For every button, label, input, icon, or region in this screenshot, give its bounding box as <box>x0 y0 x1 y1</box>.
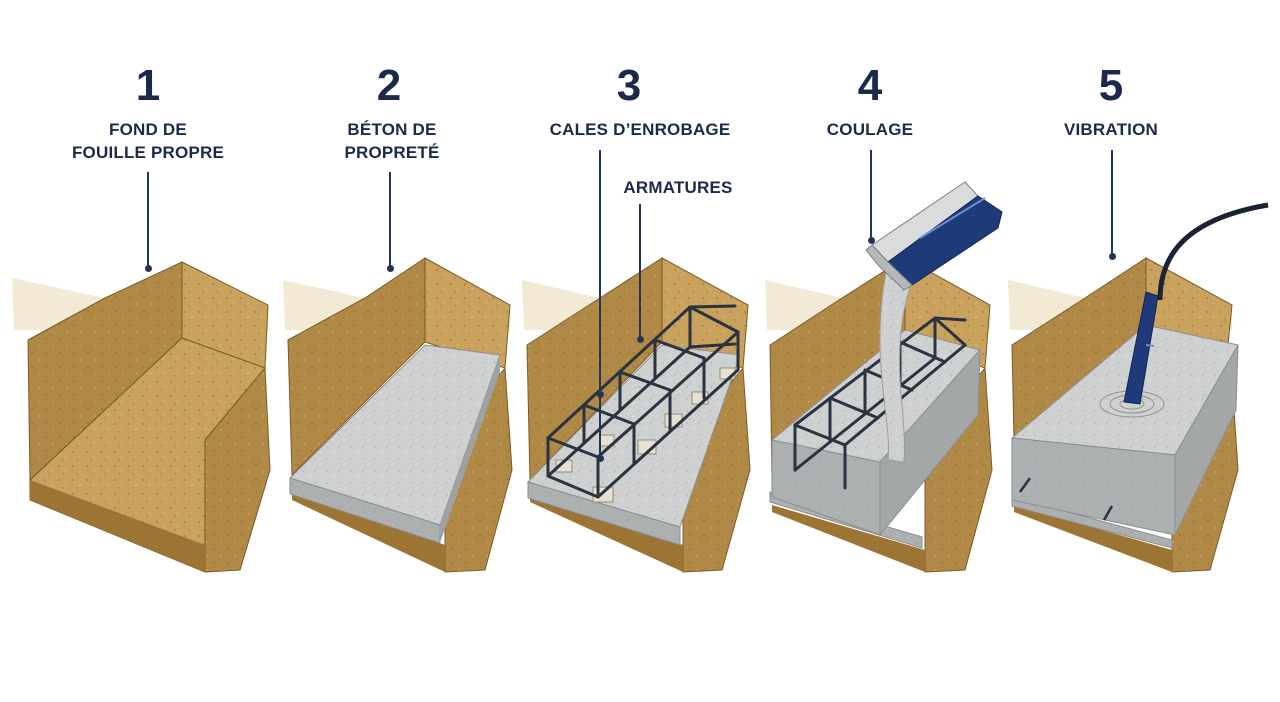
step-3-label: CALES D’ENROBAGE <box>540 118 740 141</box>
step-3-rebar-leader-dot <box>636 335 644 343</box>
concrete-pouring-illustration <box>765 181 1003 573</box>
step-1-leader-line <box>147 172 149 267</box>
step-2-number: 2 <box>376 61 402 110</box>
step-3-spacer-leader-dot-1 <box>596 390 604 398</box>
step-3-label-line-1: CALES D’ENROBAGE <box>549 120 731 139</box>
step-2-leader-dot <box>386 264 394 272</box>
step-1-label-line-2: FOUILLE PROPRE <box>71 143 225 162</box>
step-3-spacer-leader-dot-2 <box>596 454 604 462</box>
step-3-number: 3 <box>616 61 642 110</box>
step-4-number: 4 <box>857 61 883 110</box>
step-3-rebar-leader-line <box>639 204 641 339</box>
step-3-spacer-leader-line <box>599 150 601 458</box>
step-5-leader-line <box>1111 150 1113 255</box>
step-1-number: 1 <box>135 61 161 110</box>
step-5-label: VIBRATION <box>1011 118 1211 141</box>
step-3-extra-label: ARMATURES <box>623 178 733 197</box>
vibration-illustration <box>1008 202 1269 573</box>
clean-trench-bottom-illustration <box>12 261 271 573</box>
step-1-label: FOND DE FOUILLE PROPRE <box>48 118 248 164</box>
lean-concrete-slab-illustration <box>283 257 513 573</box>
rebar-cage-illustration <box>522 257 751 573</box>
step-2-leader-line <box>389 172 391 267</box>
step-4-leader-dot <box>867 236 875 244</box>
step-5-number: 5 <box>1098 61 1124 110</box>
step-1-leader-dot <box>144 264 152 272</box>
step-2-label: BÉTON DE PROPRETÉ <box>292 118 492 164</box>
step-1-label-line-1: FOND DE <box>109 120 187 139</box>
step-4-label-line-1: COULAGE <box>826 120 914 139</box>
step-4-label: COULAGE <box>770 118 970 141</box>
step-2-label-line-1: BÉTON DE <box>347 120 437 139</box>
step-2-label-line-2: PROPRETÉ <box>344 143 440 162</box>
step-5-leader-dot <box>1108 252 1116 260</box>
step-5-label-line-1: VIBRATION <box>1063 120 1159 139</box>
step-4-leader-line <box>870 150 872 240</box>
